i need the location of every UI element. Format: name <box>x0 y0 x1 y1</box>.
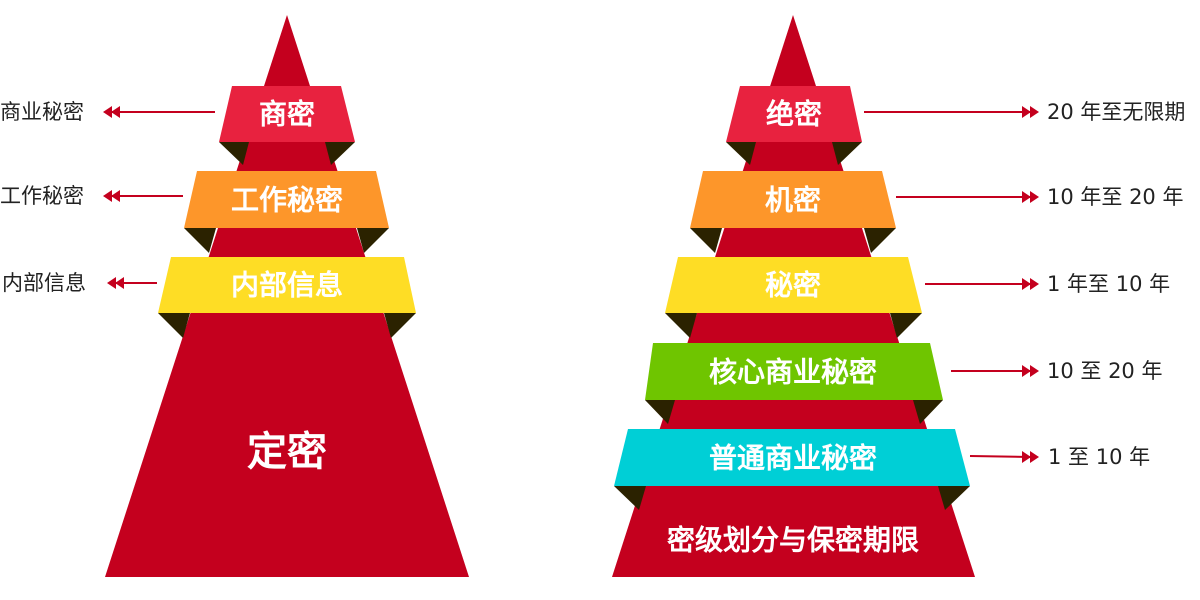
band-hexin <box>645 343 943 400</box>
band-mimi <box>665 257 922 313</box>
side-label: 工作秘密 <box>0 184 84 208</box>
band-shangmi <box>219 86 355 142</box>
fold <box>158 313 190 338</box>
side-label: 商业秘密 <box>0 100 84 124</box>
band-label: 核心商业秘密 <box>709 356 877 389</box>
fold <box>219 142 249 165</box>
band-putong <box>614 429 970 486</box>
side-label: 1 至 10 年 <box>1048 445 1150 469</box>
band-gongzuo <box>184 171 389 228</box>
band-label: 工作秘密 <box>231 184 343 217</box>
right-pyramid: 绝密 机密 秘密 核心商业秘密 普通商业秘密 密级划分与保密期限 <box>612 15 975 577</box>
band-juemi <box>726 86 862 142</box>
fold <box>184 228 216 253</box>
fold <box>357 228 389 253</box>
band-label: 绝密 <box>766 98 822 131</box>
base-label: 定密 <box>247 429 327 475</box>
base-label: 密级划分与保密期限 <box>667 524 919 557</box>
side-label: 10 至 20 年 <box>1047 359 1162 383</box>
right-arrows: 20 年至无限期 10 年至 20 年 1 年至 10 年 10 至 20 年 … <box>864 100 1185 469</box>
side-label: 20 年至无限期 <box>1047 100 1185 124</box>
band-label: 商密 <box>259 98 315 131</box>
fold <box>384 313 416 338</box>
band-label: 普通商业秘密 <box>709 442 877 475</box>
band-label: 秘密 <box>765 269 821 302</box>
left-pyramid: 商密 工作秘密 内部信息 定密 <box>105 15 469 577</box>
band-label: 机密 <box>765 184 821 217</box>
side-label: 1 年至 10 年 <box>1047 272 1170 296</box>
band-neibu <box>158 257 416 313</box>
band-label: 内部信息 <box>231 269 343 302</box>
side-label: 内部信息 <box>2 271 86 295</box>
side-label: 10 年至 20 年 <box>1047 185 1183 209</box>
left-arrows: 商业秘密 工作秘密 内部信息 <box>0 100 215 295</box>
fold <box>325 142 355 165</box>
band-jimi <box>690 171 896 228</box>
